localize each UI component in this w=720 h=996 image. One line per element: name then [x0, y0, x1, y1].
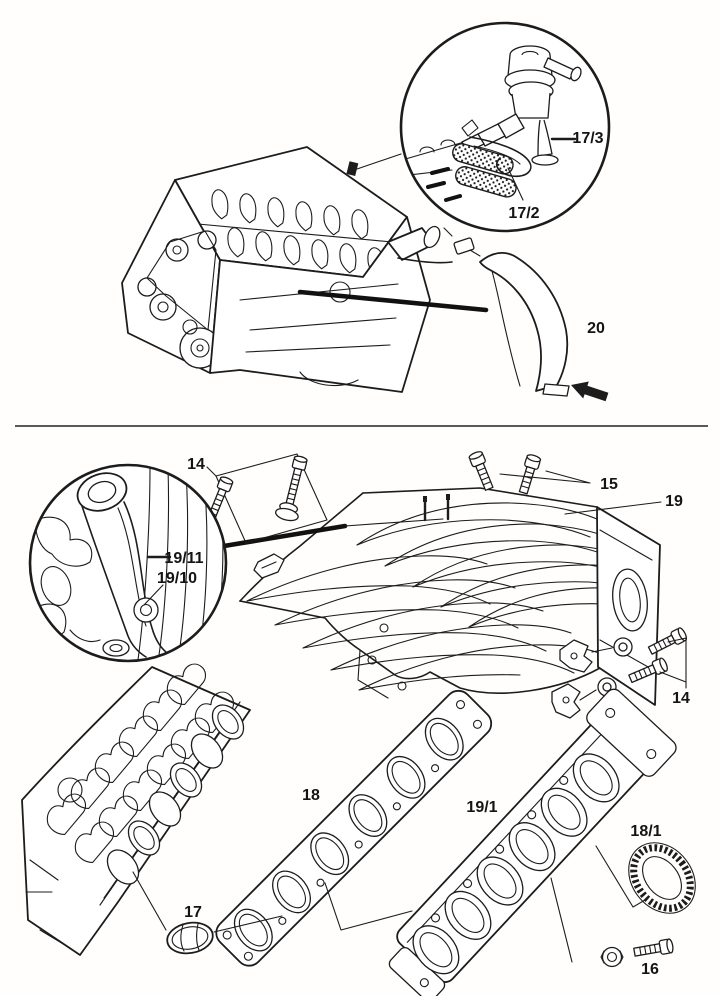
manifold-studs	[423, 496, 450, 522]
cylinder-head	[21, 659, 251, 956]
callout-19-11: 19/11	[164, 550, 203, 567]
callout-14-side: 14	[672, 690, 690, 707]
callout-19: 19	[665, 493, 683, 510]
callout-19-1: 19/1	[466, 799, 497, 816]
intake-ports	[106, 704, 245, 885]
callout-14-top: 14	[187, 456, 205, 473]
callout-17: 17	[184, 904, 202, 921]
flange-bolt-16: 16	[550, 877, 675, 978]
air-guide-housing-20: 20	[297, 227, 609, 402]
bracket-bolts-14: 14	[187, 453, 328, 579]
callout-18: 18	[302, 787, 320, 804]
fuel-return-hose	[469, 136, 532, 178]
callout-17-3: 17/3	[572, 130, 603, 147]
engine-illustration	[121, 146, 453, 393]
fuel-line-location-marker	[346, 161, 359, 177]
gasket-alignment-leader	[324, 882, 413, 931]
callout-20: 20	[587, 320, 605, 337]
lower-manifold-flange-19-1: 19/1	[388, 688, 677, 996]
seal-ring-18-1: 18/1	[595, 823, 696, 914]
manifold-bolts-15: 15	[467, 449, 618, 496]
callout-18-1: 18/1	[630, 823, 661, 840]
support-bracket-detail-inset: 19/11 19/10	[28, 463, 228, 663]
side-mounting-hardware-14: 14	[551, 626, 690, 719]
callout-16: 16	[641, 961, 659, 978]
upper-intake-manifold-19: 19	[221, 487, 683, 706]
install-direction-arrow-icon	[571, 381, 609, 402]
pointer-from-support-inset	[221, 523, 348, 549]
callout-17-2: 17/2	[508, 205, 539, 222]
callout-15: 15	[600, 476, 618, 493]
lower-figure: 19 15 14	[21, 449, 696, 996]
intake-gasket-18: 18	[215, 689, 493, 967]
pointer-to-air-guide	[297, 289, 489, 313]
callout-19-10: 19/10	[157, 570, 197, 587]
engine-air-duct-stub	[387, 225, 453, 264]
inset-leader-line	[356, 153, 402, 170]
upper-figure: 17/3 17/2 20	[121, 21, 611, 402]
fuel-hoses	[452, 143, 517, 198]
fuel-regulator-detail-inset: 17/3 17/2	[356, 21, 611, 233]
sealing-cap-17: 17	[132, 871, 283, 955]
